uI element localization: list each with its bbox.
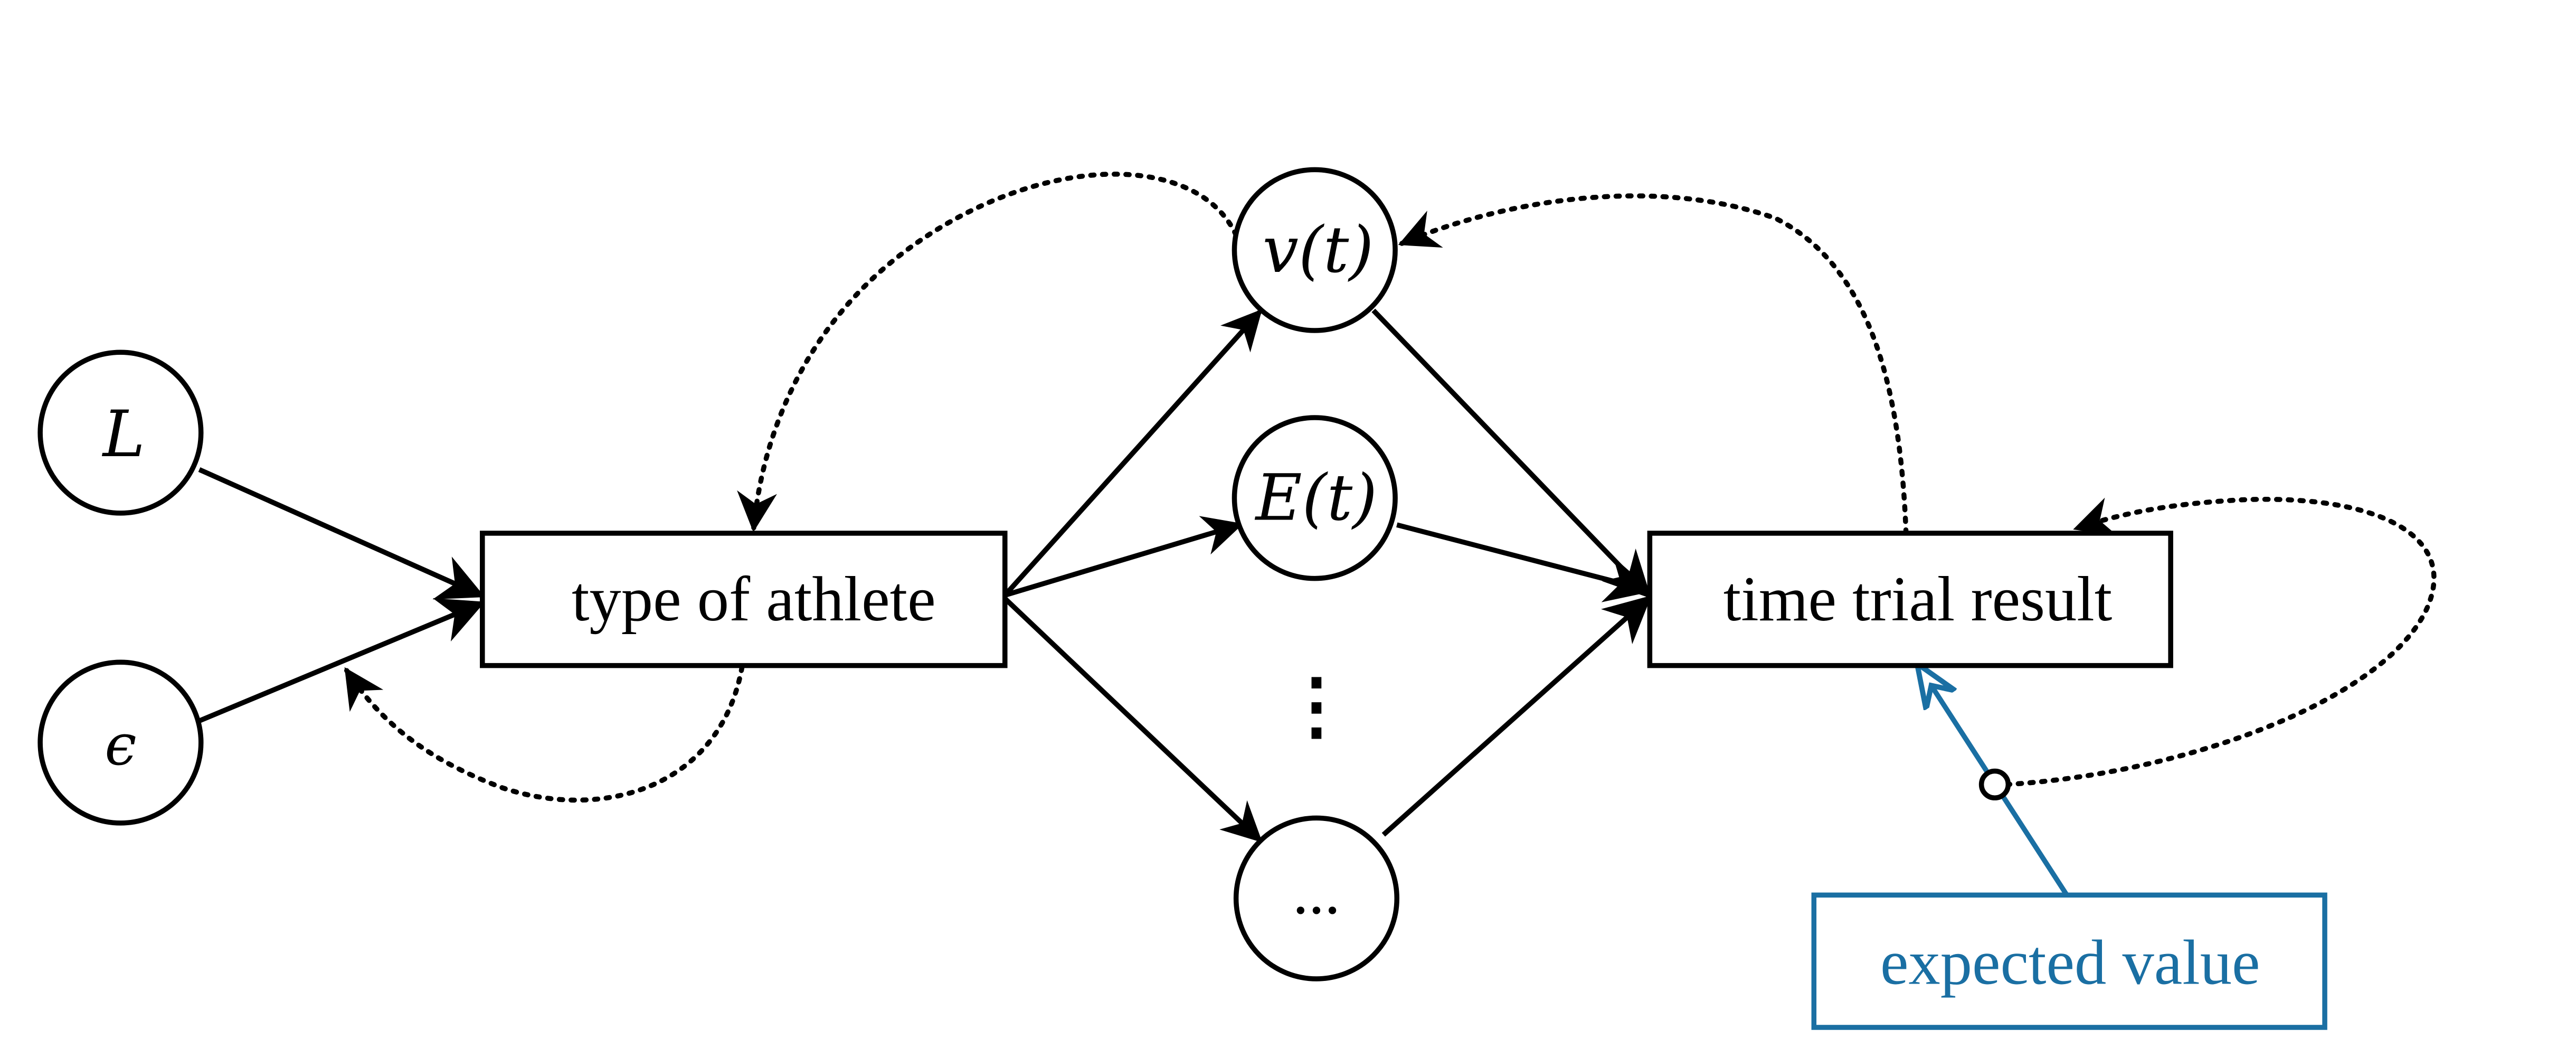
node-result-label: time trial result [1723,564,2113,635]
expected-value-junction [1978,768,2011,801]
edge-other-to-result [1381,595,1652,837]
edge-energy-to-result [1396,522,1653,602]
feedback-expected-to-result [2004,497,2437,787]
node-L: L [37,350,204,516]
node-other: ... [1233,815,1400,981]
edge-athlete-to-other [1003,597,1263,843]
node-result: time trial result [1647,531,2173,668]
node-athlete-type-label: type of athlete [572,564,936,635]
node-other-label: ... [1293,857,1340,928]
feedback-velocity-to-athlete [737,172,1239,533]
feedback-result-to-velocity [1398,193,1909,536]
node-L-label: L [102,398,145,471]
node-energy-label: E(t) [1255,461,1378,535]
node-athlete-type: type of athlete [480,531,1008,668]
node-epsilon-label: ϵ [105,712,136,778]
edge-L-to-athlete [198,467,485,600]
node-velocity: v(t) [1232,167,1398,333]
node-expected-value-label: expected value [1880,928,2260,998]
node-epsilon: ϵ [37,659,204,826]
node-velocity-label: v(t) [1263,213,1374,287]
feedback-athlete-to-epsilon [344,665,745,803]
feedback-edges [344,172,2437,803]
edge-athlete-to-velocity [1003,309,1263,597]
edge-epsilon-to-athlete [198,598,485,723]
edge-athlete-to-energy [1004,516,1244,598]
edges [198,308,1653,843]
node-expected-value: expected value [1811,892,2327,1030]
edge-velocity-to-result [1371,308,1652,599]
vertical-ellipsis: ⋮ [1280,666,1353,747]
node-energy: E(t) [1232,415,1398,581]
